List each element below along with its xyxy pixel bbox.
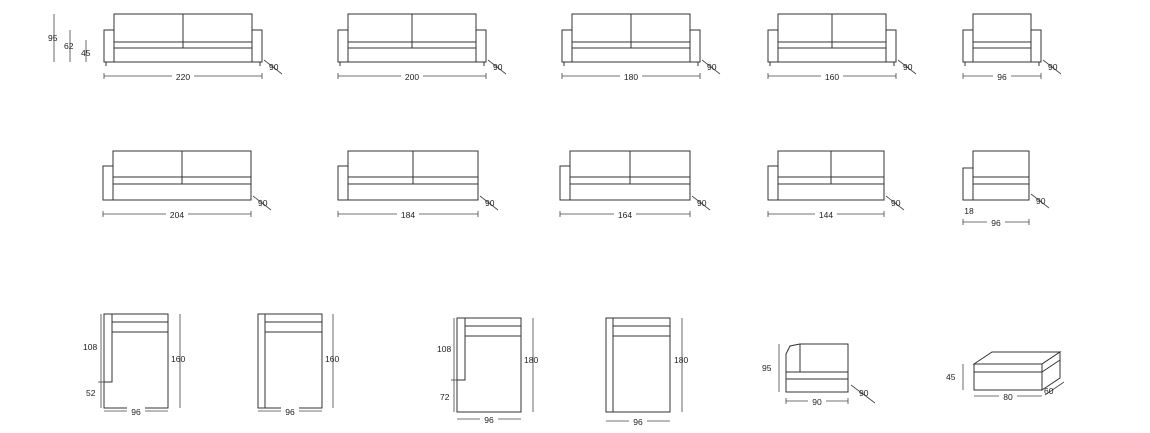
depth-label: 90: [697, 198, 707, 208]
height-legend: 95 62 45: [48, 14, 91, 62]
width-label: 144: [819, 210, 833, 220]
depth-label: 90: [859, 388, 869, 398]
width-label: 204: [170, 210, 184, 220]
depth-label: 90: [1048, 62, 1058, 72]
width-label: 184: [401, 210, 415, 220]
ottoman: 45 80 60: [946, 351, 1065, 402]
depth-label: 90: [1036, 196, 1046, 206]
total-length-label: 160: [325, 354, 339, 364]
depth-label: 90: [903, 62, 913, 72]
arm-width-label: 18: [964, 206, 974, 216]
depth-label: 60: [1044, 386, 1054, 396]
width-label: 96: [997, 72, 1007, 82]
sofa-144-left-arm: 144 90: [767, 150, 905, 220]
width-label: 220: [176, 72, 190, 82]
upper-length-label: 108: [437, 344, 451, 354]
depth-label: 90: [891, 198, 901, 208]
chaise-right-180: 180 96: [605, 317, 688, 427]
sofa-200: 200 90: [337, 13, 507, 82]
depth-label: 90: [258, 198, 268, 208]
chaise-right-160: 160 96: [257, 313, 339, 417]
armchair-96-left-arm: 18 96 90: [962, 150, 1050, 228]
height-label: 95: [762, 363, 772, 373]
depth-label: 90: [493, 62, 503, 72]
height-seat-label: 45: [81, 48, 91, 58]
width-label: 90: [812, 397, 822, 407]
width-label: 164: [618, 210, 632, 220]
sofa-220: 220 90: [103, 13, 283, 82]
corner-unit: 95 90 90: [762, 343, 876, 407]
width-label: 80: [1003, 392, 1013, 402]
total-length-label: 180: [674, 355, 688, 365]
sofa-184-left-arm: 184 90: [337, 150, 499, 220]
width-label: 96: [484, 415, 494, 425]
width-label: 180: [624, 72, 638, 82]
width-label: 160: [825, 72, 839, 82]
sofa-180: 180 90: [561, 13, 721, 82]
width-label: 200: [405, 72, 419, 82]
chaise-left-180: 108 72 180 96: [437, 317, 538, 425]
sofa-160: 160 90: [767, 13, 917, 82]
width-label: 96: [991, 218, 1001, 228]
sofa-164-left-arm: 164 90: [559, 150, 711, 220]
width-label: 96: [131, 407, 141, 417]
lower-length-label: 72: [440, 392, 450, 402]
height-total-label: 95: [48, 33, 58, 43]
depth-label: 90: [269, 62, 279, 72]
total-length-label: 180: [524, 355, 538, 365]
width-label: 96: [633, 417, 643, 427]
depth-label: 90: [485, 198, 495, 208]
sofa-204-left-arm: 204 90: [102, 150, 272, 220]
lower-length-label: 52: [86, 388, 96, 398]
width-label: 96: [285, 407, 295, 417]
height-back-label: 62: [64, 41, 74, 51]
chaise-left-160: 108 52 160 96: [83, 313, 185, 417]
upper-length-label: 108: [83, 342, 97, 352]
height-label: 45: [946, 372, 956, 382]
depth-label: 90: [707, 62, 717, 72]
total-length-label: 160: [171, 354, 185, 364]
armchair-96: 96 90: [962, 13, 1062, 82]
